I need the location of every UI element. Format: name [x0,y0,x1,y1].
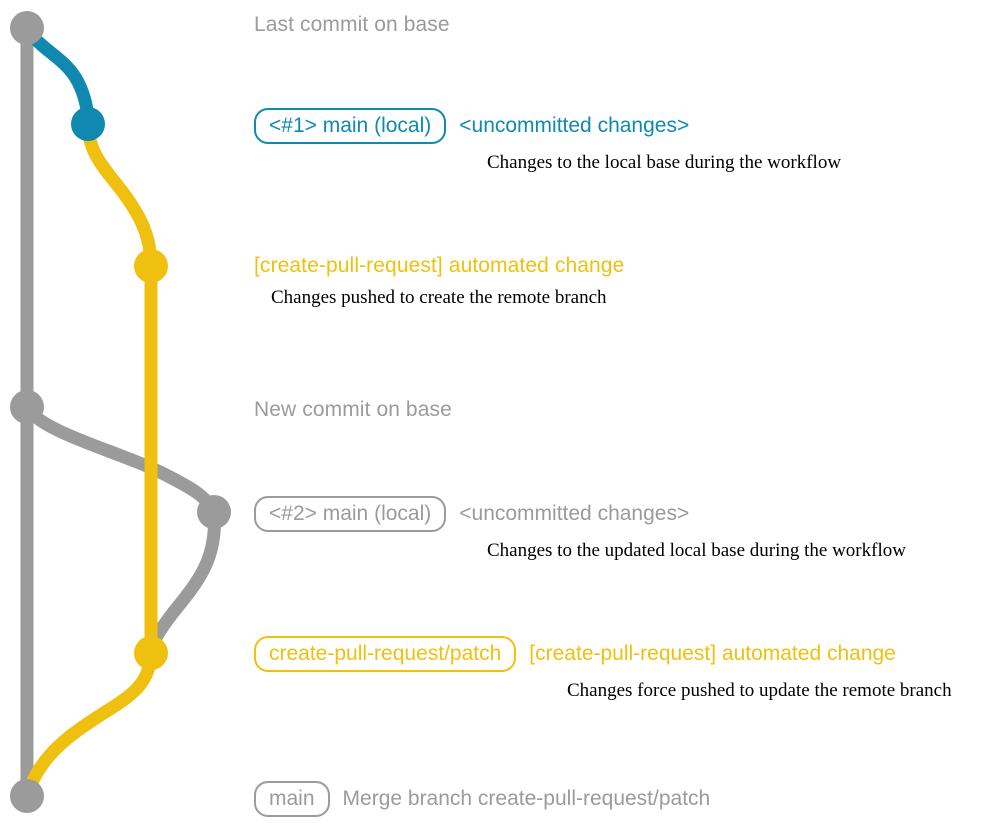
commit-description-local-2: Changes to the updated local base during… [487,540,906,562]
commit-node-local-2[interactable] [197,495,231,529]
commit-subject-patch-2: [create-pull-request] automated change [529,642,896,666]
branch-pill-main[interactable]: main [254,781,330,818]
annotation-local-2: <#2> main (local) <uncommitted changes> … [254,496,906,562]
annotation-new-commit-on-base: New commit on base [254,398,452,422]
branch-pill-local-1[interactable]: <#1> main (local) [254,108,447,145]
commit-subject-local-2: <uncommitted changes> [459,502,690,526]
row-patch-2: create-pull-request/patch [create-pull-r… [254,636,952,673]
row-local-2: <#2> main (local) <uncommitted changes> [254,496,906,533]
annotation-merge: main Merge branch create-pull-request/pa… [254,781,711,818]
commit-node-merge[interactable] [10,779,44,813]
annotation-last-commit-on-base: Last commit on base [254,13,450,37]
commit-subject-local-1: <uncommitted changes> [459,114,690,138]
annotation-patch-1: [create-pull-request] automated change C… [254,254,624,309]
commit-node-patch-2[interactable] [134,636,168,670]
edge-patch2-to-merge [20,646,158,803]
branch-pill-local-2[interactable]: <#2> main (local) [254,496,447,533]
label-new-commit-on-base: New commit on base [254,398,452,421]
row-local-1: <#1> main (local) <uncommitted changes> [254,108,841,145]
row-merge: main Merge branch create-pull-request/pa… [254,781,711,818]
commit-description-patch-2: Changes force pushed to update the remot… [567,680,952,702]
branch-pill-patch-2[interactable]: create-pull-request/patch [254,636,517,673]
commit-subject-patch-1: [create-pull-request] automated change [254,254,625,277]
commit-description-local-1: Changes to the local base during the wor… [487,152,842,174]
commit-node-base-new[interactable] [10,390,44,424]
commit-node-base-head[interactable] [10,11,44,45]
annotation-patch-2: create-pull-request/patch [create-pull-r… [254,636,952,702]
annotation-local-1: <#1> main (local) <uncommitted changes> … [254,108,841,174]
commit-node-local-1[interactable] [71,107,105,141]
commit-description-patch-1: Changes pushed to create the remote bran… [271,287,607,308]
commit-node-patch-1[interactable] [134,249,168,283]
label-last-commit-on-base: Last commit on base [254,13,450,36]
edge-local1-to-patch1 [81,117,158,273]
commit-subject-merge: Merge branch create-pull-request/patch [342,787,711,811]
